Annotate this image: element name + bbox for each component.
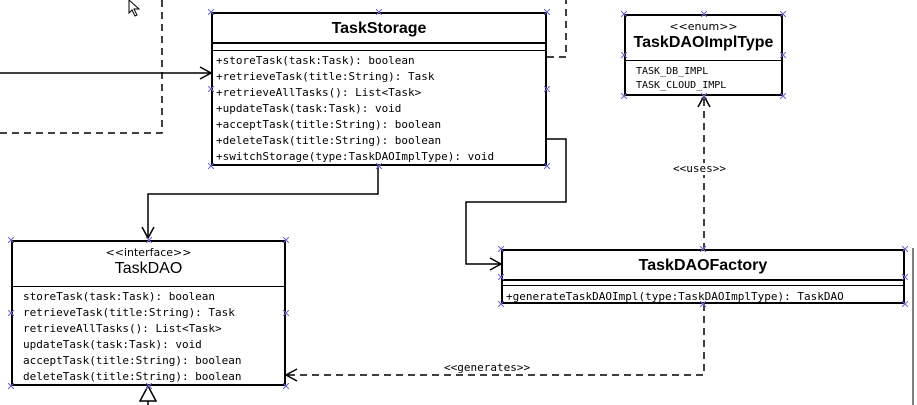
operation[interactable]: deleteTask(title:String): boolean [23,370,242,383]
resize-handle-icon[interactable] [544,9,550,15]
operation[interactable]: +storeTask(task:Task): boolean [216,54,415,67]
operation[interactable]: +retrieveTask(title:String): Task [216,70,435,83]
operation[interactable]: +generateTaskDAOImpl(type:TaskDAOImplTyp… [506,290,844,303]
operation[interactable]: retrieveAllTasks(): List<Task> [23,322,222,335]
resize-handle-icon[interactable] [700,93,707,99]
resize-handle-icon[interactable] [208,163,214,169]
resize-handle-icon[interactable] [700,301,706,307]
resize-handle-icon[interactable] [8,310,14,316]
resize-handle-icon[interactable] [145,383,152,389]
resize-handle-icon[interactable] [283,310,289,316]
uses-label: <<uses>> [673,162,726,175]
enum-literal[interactable]: TASK_DB_IMPL [636,66,709,77]
operation[interactable]: +acceptTask(title:String): boolean [216,118,442,131]
resize-handle-icon[interactable] [700,11,707,17]
resize-handle-icon[interactable] [208,9,214,15]
operation[interactable]: retrieveTask(title:String): Task [23,306,235,319]
enum-literals: TASK_DB_IMPL TASK_CLOUD_IMPL [626,60,781,93]
mouse-pointer-icon [128,0,141,17]
operation[interactable]: +retrieveAllTasks(): List<Task> [216,86,422,99]
resize-handle-icon[interactable] [621,93,627,99]
top-dashed-boundary [547,0,567,58]
task-dao-impl-type-enum[interactable]: <<enum>> TaskDAOImplType TASK_DB_IMPL TA… [624,14,783,96]
operation[interactable]: +switchStorage(type:TaskDAOImplType): vo… [216,150,495,163]
generates-label: <<generates>> [444,361,531,374]
storage-to-factory-association[interactable] [465,138,567,271]
resize-handle-icon[interactable] [283,237,289,243]
resize-handle-icon[interactable] [780,93,786,99]
resize-handle-icon[interactable] [208,86,214,92]
resize-handle-icon[interactable] [902,273,908,280]
resize-handle-icon[interactable] [780,52,786,58]
interface-operations: storeTask(task:Task): boolean retrieveTa… [13,286,284,385]
resize-handle-icon[interactable] [544,163,550,169]
storage-to-dao-association[interactable] [141,166,379,240]
resize-handle-icon[interactable] [376,9,382,15]
resize-handle-icon[interactable] [145,237,152,243]
resize-handle-icon[interactable] [621,52,627,58]
enum-literal[interactable]: TASK_CLOUD_IMPL [636,80,727,91]
task-storage-class[interactable]: TaskStorage +storeTask(task:Task): boole… [211,12,547,166]
task-storage-name: TaskStorage [331,20,427,37]
resize-handle-icon[interactable] [283,383,289,389]
resize-handle-icon[interactable] [8,383,14,389]
resize-handle-icon[interactable] [700,246,706,252]
resize-handle-icon[interactable] [621,11,627,17]
task-storage-operations: +storeTask(task:Task): boolean +retrieve… [213,50,545,165]
enum-name: TaskDAOImplType [633,34,774,51]
factory-operations: +generateTaskDAOImpl(type:TaskDAOImplTyp… [503,285,903,305]
operation[interactable]: +updateTask(task:Task): void [216,102,402,115]
interface-name: TaskDAO [114,260,183,277]
resize-handle-icon[interactable] [544,86,550,92]
interface-stereotype: <<interface>> [105,246,192,259]
resize-handle-icon[interactable] [498,273,504,280]
operation[interactable]: storeTask(task:Task): boolean [23,290,216,303]
generates-dependency-line[interactable] [284,304,705,382]
operation[interactable]: acceptTask(title:String): boolean [23,354,242,367]
left-dashed-boundary [0,0,163,134]
resize-handle-icon[interactable] [902,301,908,307]
task-dao-interface[interactable]: <<interface>> TaskDAO storeTask(task:Tas… [11,240,286,386]
resize-handle-icon[interactable] [8,237,14,243]
resize-handle-icon[interactable] [780,11,786,17]
task-dao-factory-class[interactable]: TaskDAOFactory +generateTaskDAOImpl(type… [501,249,905,304]
factory-name: TaskDAOFactory [638,257,768,274]
operation[interactable]: updateTask(task:Task): void [23,338,202,351]
resize-handle-icon[interactable] [498,301,504,307]
resize-handle-icon[interactable] [498,246,504,252]
resize-handle-icon[interactable] [902,246,908,252]
enum-stereotype: <<enum>> [669,20,738,33]
resize-handle-icon[interactable] [376,163,382,169]
operation[interactable]: +deleteTask(title:String): boolean [216,134,442,147]
